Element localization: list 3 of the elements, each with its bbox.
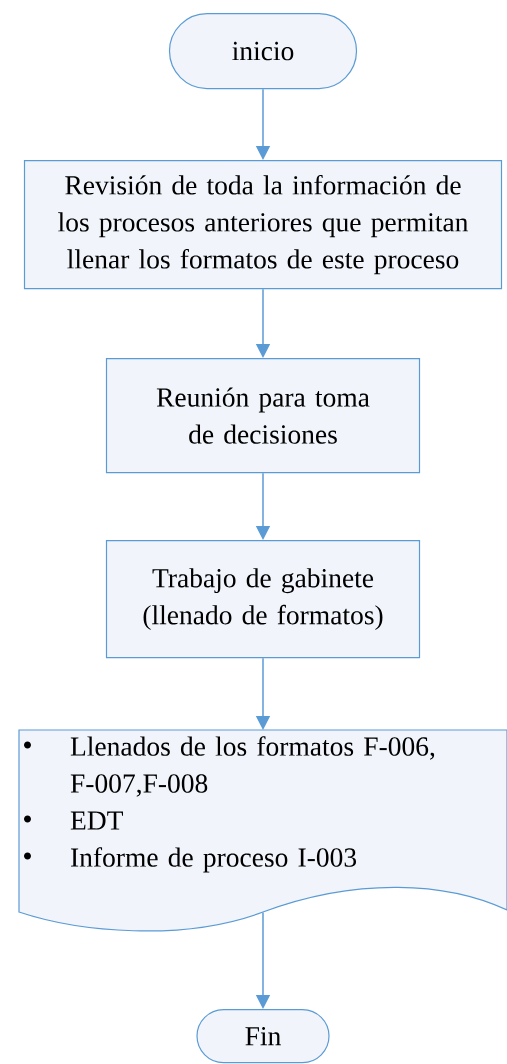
process-box: Revisión de toda la información de los procesos anteriores que permitan llenar los formatos de este proceso — [23, 160, 503, 290]
process-box: Reunión para toma de decisiones — [105, 358, 421, 474]
process-box: Trabajo de gabinete (llenado de formatos) — [105, 540, 421, 659]
